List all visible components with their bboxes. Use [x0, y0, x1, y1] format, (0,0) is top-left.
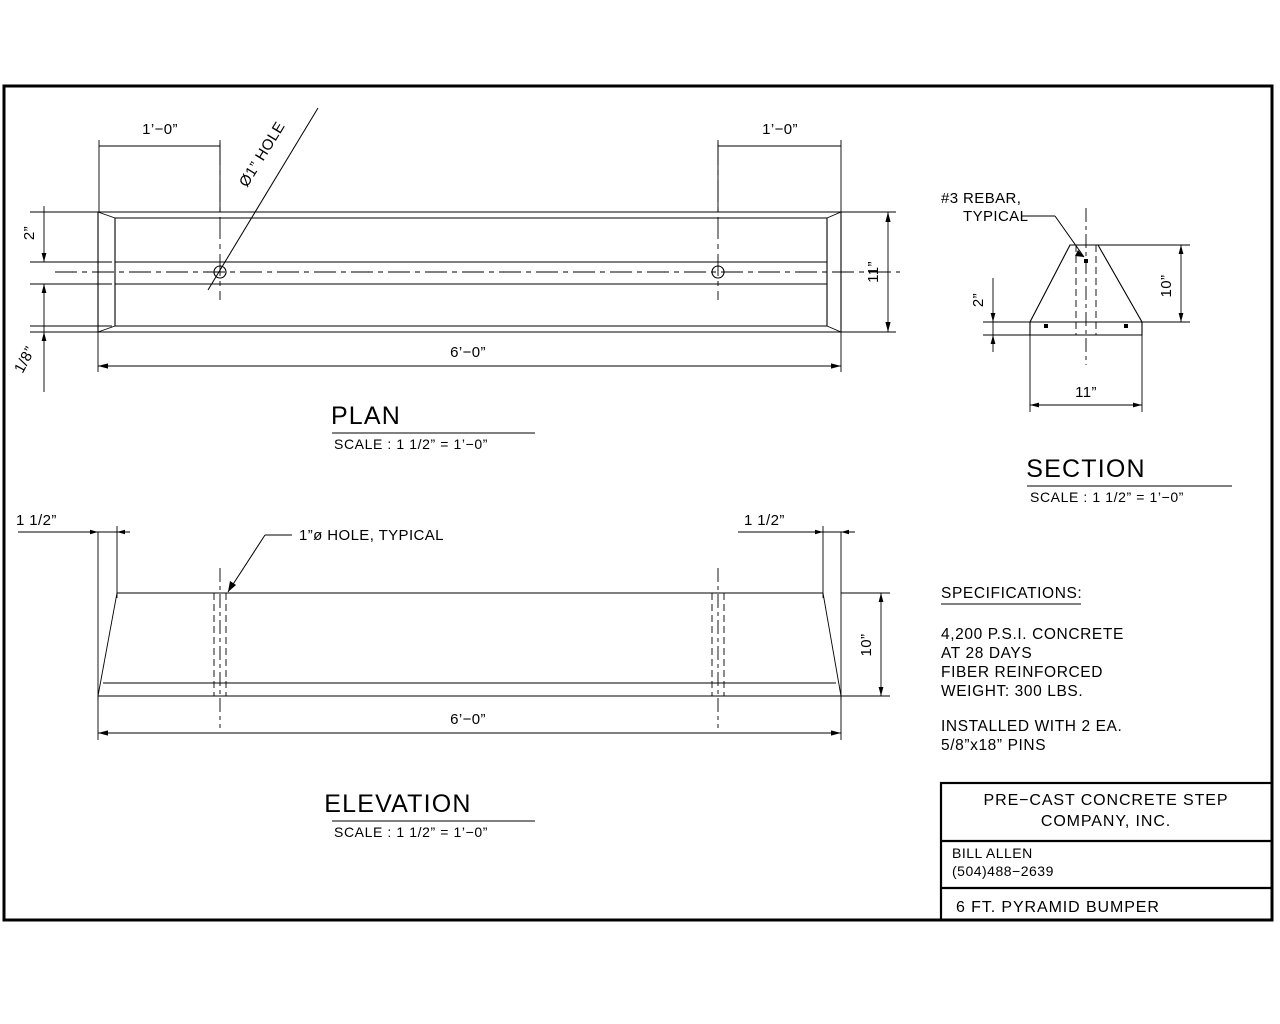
elevation-scale-label: SCALE : 1 1/2” = 1’−0”: [334, 824, 488, 840]
plan-hole-callout: Ø1” HOLE: [236, 119, 289, 190]
section-dim-2in-arrow-top: [990, 313, 996, 322]
plan-dim-2in-arrow: [41, 253, 47, 262]
plan-dim-width-label: 11”: [865, 261, 882, 283]
elev-left-slope: [97, 592, 118, 697]
section-view: #3 REBAR, TYPICAL 10” 2” 11” SECTION SCA…: [941, 190, 1232, 505]
spec-line-3: WEIGHT: 300 LBS.: [941, 683, 1083, 700]
elev-dim-right-arrow-a: [815, 529, 823, 535]
plan-hole-left: [213, 265, 227, 279]
plan-dim-chamfer-arrow-b: [41, 332, 47, 341]
elev-dim-left-arrow-b: [117, 529, 125, 535]
sheet-border: [2, 84, 1274, 922]
plan-scale-label: SCALE : 1 1/2” = 1’−0”: [334, 436, 488, 452]
section-rebar-callout-line1: #3 REBAR,: [941, 190, 1021, 207]
spec-install-line-1: 5/8”x18” PINS: [941, 737, 1046, 754]
plan-view-label: PLAN: [331, 402, 401, 430]
elev-dim-length-arrow-right: [831, 730, 841, 736]
elevation-hole-callout: 1”ø HOLE, TYPICAL: [299, 527, 444, 544]
section-dim-2in-label: 2”: [970, 293, 987, 307]
plan-dim-chamfer-label: 1/8”: [11, 344, 39, 376]
elev-hole-leader-arrow: [228, 581, 236, 592]
plan-dim-width-arrow-bottom: [885, 322, 891, 332]
spec-install-line-0: INSTALLED WITH 2 EA.: [941, 718, 1122, 735]
plan-dim-length-arrow-left: [98, 363, 108, 369]
elev-dim-right-arrow-b: [841, 529, 849, 535]
plan-hole-right: [711, 265, 725, 279]
section-rebar-leader-diagonal: [1054, 215, 1085, 258]
company-name-line1: PRE−CAST CONCRETE STEP: [984, 792, 1229, 809]
specifications-heading: SPECIFICATIONS:: [941, 585, 1082, 602]
section-view-label: SECTION: [1026, 455, 1146, 483]
title-block-frame: [939, 781, 1274, 922]
section-dim-height-arrow-top: [1178, 245, 1184, 254]
spec-line-2: FIBER REINFORCED: [941, 664, 1103, 681]
plan-dim-2in-label: 2”: [21, 226, 38, 240]
plan-hole-leader-line: [207, 107, 319, 291]
elev-dim-right-label: 1 1/2”: [744, 512, 785, 529]
plan-dim-length-arrow-right: [831, 363, 841, 369]
plan-dim-length-label: 6’−0”: [450, 344, 486, 361]
elev-hole-leader-diagonal: [227, 534, 266, 593]
section-rebar-callout-line2: TYPICAL: [963, 208, 1028, 225]
section-rebar-dot-top: [1084, 259, 1088, 263]
section-dim-width-arrow-right: [1133, 402, 1142, 408]
elevation-view-label: ELEVATION: [324, 790, 471, 818]
drawing-title: 6 FT. PYRAMID BUMPER: [956, 899, 1160, 916]
elevation-view: 1”ø HOLE, TYPICAL 1 1/2” 1 1/2” 6’−0” 10…: [16, 512, 890, 840]
section-scale-label: SCALE : 1 1/2” = 1’−0”: [1030, 489, 1184, 505]
plan-dim-left-label: 1’−0”: [142, 121, 178, 138]
section-dim-width-label: 11”: [1075, 384, 1097, 401]
title-block: PRE−CAST CONCRETE STEP COMPANY, INC. BIL…: [939, 781, 1274, 922]
elev-dim-length-label: 6’−0”: [450, 711, 486, 728]
spec-line-1: AT 28 DAYS: [941, 645, 1032, 662]
elev-dim-length-arrow-left: [98, 730, 108, 736]
spec-line-0: 4,200 P.S.I. CONCRETE: [941, 626, 1124, 643]
section-dim-width-arrow-left: [1030, 402, 1039, 408]
section-dim-2in-arrow-bottom: [990, 335, 996, 344]
elev-dim-height-arrow-bottom: [878, 687, 884, 696]
elev-dim-left-arrow-a: [90, 529, 98, 535]
contact-phone: (504)488−2639: [952, 863, 1054, 879]
elev-right-slope: [822, 592, 842, 697]
section-rebar-dot-left: [1044, 324, 1048, 328]
plan-dim-chamfer-arrow-a: [41, 284, 47, 293]
section-rebar-dot-right: [1124, 324, 1128, 328]
plan-left-chamfer-top: [97, 211, 116, 219]
elev-dim-height-label: 10”: [858, 634, 875, 657]
plan-right-chamfer-bottom: [826, 325, 842, 333]
plan-dim-right-label: 1’−0”: [762, 121, 798, 138]
specifications-block: SPECIFICATIONS: 4,200 P.S.I. CONCRETE AT…: [941, 585, 1124, 754]
section-dim-height-arrow-bottom: [1178, 313, 1184, 322]
company-name-line2: COMPANY, INC.: [1041, 813, 1171, 830]
plan-left-chamfer-bottom: [97, 325, 116, 333]
section-dim-height-label: 10”: [1158, 275, 1175, 298]
contact-name: BILL ALLEN: [952, 845, 1033, 861]
plan-view: Ø1” HOLE 1’−0” 1’−0” 6’−0” 11” 2”: [11, 107, 900, 452]
plan-dim-width-arrow-top: [885, 212, 891, 222]
elev-dim-height-arrow-top: [878, 593, 884, 602]
section-rebar-leader-arrow: [1075, 250, 1084, 257]
plan-right-chamfer-top: [826, 211, 842, 219]
elev-dim-left-label: 1 1/2”: [16, 512, 57, 529]
